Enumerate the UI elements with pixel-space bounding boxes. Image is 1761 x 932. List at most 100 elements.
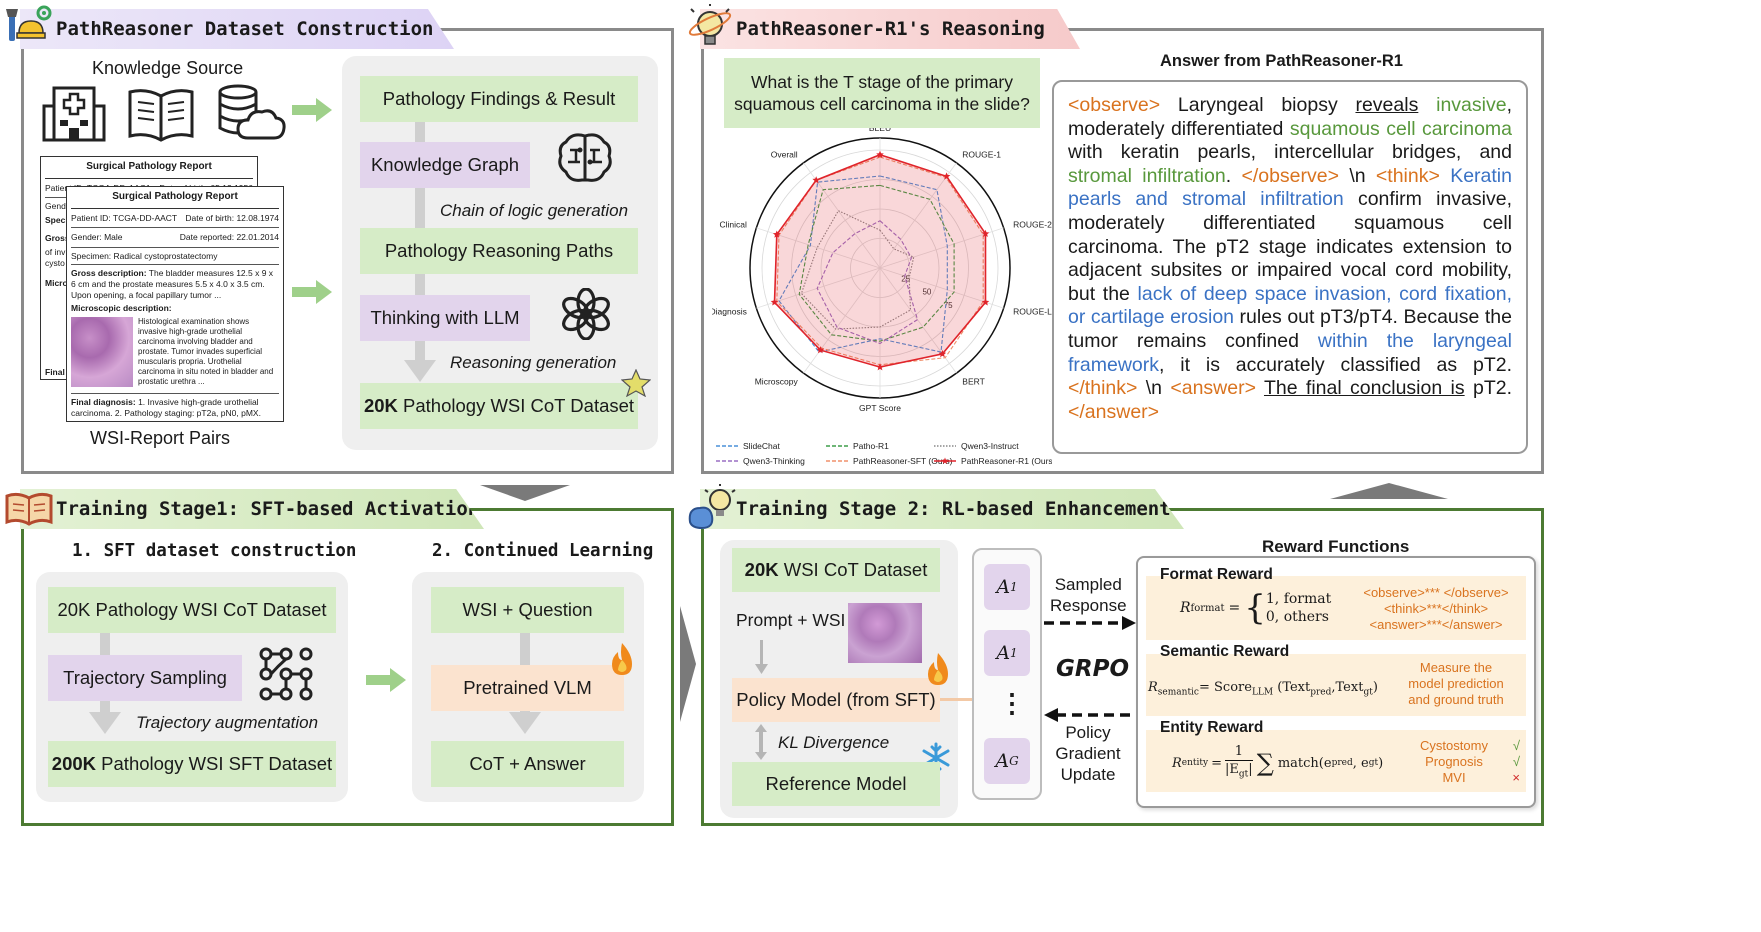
bidirectional-arrow-icon [755, 724, 767, 760]
arrow-right-icon [292, 98, 332, 122]
semantic-sub: semantic [1157, 687, 1199, 698]
wsi-image [848, 603, 922, 663]
arrow-right-icon [366, 668, 406, 692]
answer-space [1256, 377, 1264, 399]
answer-text: rules out pT3/pT4. Because the tumor rem… [1068, 306, 1512, 352]
semantic-desc-3: and ground truth [1408, 692, 1504, 707]
answer-newline: \n [1137, 377, 1171, 400]
report-back-line2: cysto [45, 257, 65, 268]
sample-a2-label: A [996, 642, 1011, 664]
reasoning-title: PathReasoner-R1's Reasoning [700, 9, 1080, 49]
semantic-eq: = Score [1198, 680, 1252, 695]
cot-dataset-box: 20K Pathology WSI CoT Dataset [360, 383, 638, 429]
star-icon [621, 369, 651, 397]
radar-axis-label: ROUGE-L [1013, 306, 1052, 316]
sft-dataset-label: Pathology WSI SFT Dataset [96, 753, 333, 774]
format-tag-answer: <answer>***</answer> [1369, 617, 1503, 632]
answer-text: with keratin pearls, intercellular bridg… [1068, 141, 1512, 164]
sft-cot-dataset-box: 20K Pathology WSI CoT Dataset [48, 587, 336, 633]
semantic-comma: ,Text [1331, 680, 1364, 695]
thinking-llm-box: Thinking with LLM [360, 295, 530, 341]
samples-ellipsis: ⋮ [999, 688, 1025, 718]
report-back-spec: Speci [45, 214, 68, 225]
entity-sub: entity [1181, 758, 1209, 769]
report-gross-label: Gross description: [71, 268, 147, 279]
radar-axis-label: Clinical [719, 220, 747, 230]
answer-highlight-blue: Keratin pearls and stromal infiltration [1068, 164, 1512, 211]
semantic-description: Measure the model prediction and ground … [1400, 660, 1512, 708]
entity-match-gt: gt [1368, 758, 1379, 769]
wsi-report-pairs-label: WSI-Report Pairs [90, 428, 231, 448]
stage2-title: Training Stage 2: RL-based Enhancement [700, 489, 1184, 529]
answer-newline: \n [1339, 164, 1376, 187]
sampled-line-1: Sampled [1054, 575, 1122, 594]
radar-series-marker [981, 229, 990, 237]
reasoning-generation-label: Reasoning generation [450, 353, 617, 372]
pg-line-3: Update [1060, 765, 1116, 784]
reasoning-paths-box: Pathology Reasoning Paths [360, 228, 638, 274]
answer-underline: reveals [1355, 94, 1419, 116]
entity-match-pred: pred [1331, 758, 1353, 769]
trajectory-augmentation-label: Trajectory augmentation [136, 713, 319, 732]
check-icon: √ [1512, 738, 1520, 753]
radar-series-line [778, 175, 948, 353]
semantic-pred: pred [1310, 687, 1332, 698]
report-gender: Gender: Male [71, 232, 123, 243]
sample-a1-label: A [996, 576, 1011, 598]
entity-num: 1 [1234, 744, 1243, 759]
entity-item-label: Prognosis [1425, 754, 1483, 769]
answer-open-tag: <answer> [1170, 377, 1256, 400]
entity-match-close: ) [1378, 755, 1384, 771]
arrow-down-icon [404, 360, 436, 382]
format-sub: format [1190, 602, 1225, 614]
network-grid-icon [259, 647, 313, 701]
connector-up-icon [1330, 483, 1448, 499]
pretrained-vlm-box: Pretrained VLM [431, 665, 624, 711]
radar-legend-label: PathReasoner-R1 (Ours) [961, 456, 1052, 466]
cross-icon: × [1512, 770, 1520, 785]
answer-text: confirm invasive, moderately differentia… [1068, 188, 1512, 305]
radar-axis-label: Diagnosis [712, 306, 747, 316]
open-book-icon [5, 492, 53, 526]
entity-match-comma: , e [1352, 755, 1369, 771]
sample-ag-label: A [995, 750, 1010, 772]
answer-highlight-green: invasive [1436, 94, 1507, 116]
answer-text: Laryngeal biopsy [1160, 94, 1356, 116]
answer-highlight-blue: within the laryngeal framework [1068, 329, 1512, 376]
brain-icon [558, 133, 612, 182]
think-open-tag: <think> [1375, 164, 1440, 187]
sampled-line-2: Response [1050, 596, 1127, 615]
radar-axis-label: BERT [962, 376, 985, 386]
radar-series-marker [876, 150, 884, 158]
sft-dataset-construction-heading: 1. SFT dataset construction [72, 541, 357, 561]
cot-dataset-count: 20K [363, 395, 398, 416]
report-back-gender: Gende [45, 201, 71, 212]
format-r: R [1180, 600, 1191, 616]
findings-box: Pathology Findings & Result [360, 76, 638, 122]
sft-dataset-box: 200K Pathology WSI SFT Dataset [48, 741, 336, 787]
semantic-args: (Text [1277, 680, 1311, 695]
report-reported: Date reported: 22.01.2014 [179, 232, 279, 243]
radar-spoke [879, 227, 1004, 269]
report-back-line1: of inv [45, 247, 66, 257]
reward-functions-title: Reward Functions [1262, 537, 1410, 556]
fire-icon [928, 653, 948, 685]
report-title: Surgical Pathology Report [71, 187, 279, 209]
semantic-r: R [1148, 680, 1158, 695]
entity-den-sub: gt [1238, 769, 1249, 780]
question-line-1: What is the T stage of the primary [751, 72, 1013, 92]
report-final-label: Final diagnosis: [71, 396, 136, 407]
answer-close-tag: </answer> [1068, 400, 1160, 423]
arrow-down-icon [89, 712, 121, 734]
sft-dataset-count: 200K [51, 753, 97, 774]
dashed-arrow-left [1044, 708, 1136, 722]
reasoning-panel [701, 28, 1544, 474]
book-icon [128, 89, 194, 142]
radar-series-marker [876, 363, 884, 371]
continued-learning-heading: 2. Continued Learning [432, 541, 654, 561]
radar-legend-label: Qwen3-Instruct [961, 441, 1019, 451]
knowledge-graph-box: Knowledge Graph [360, 142, 530, 188]
entity-reward-block [1146, 730, 1526, 792]
answer-highlight-blue: lack of deep space invasion, cord fixati… [1068, 282, 1512, 329]
